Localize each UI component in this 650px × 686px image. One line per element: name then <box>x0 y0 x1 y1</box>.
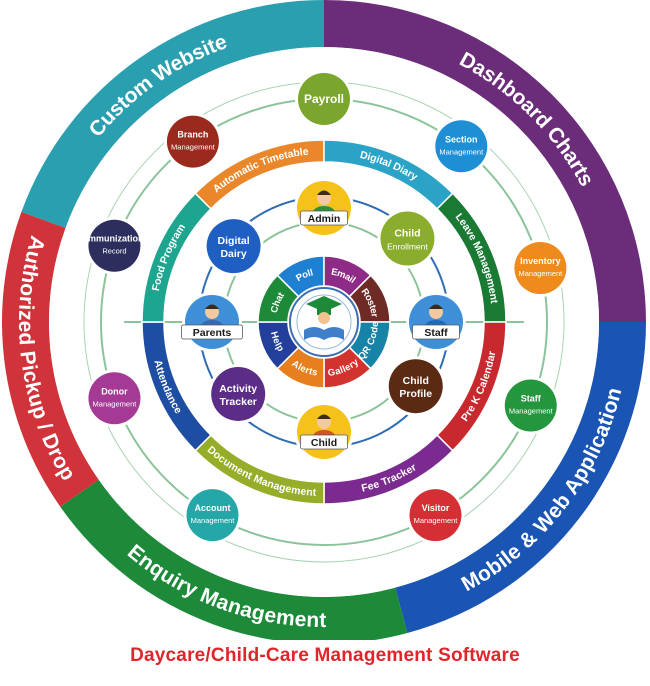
book-icon <box>304 327 344 340</box>
activity-tracker-title: Activity <box>219 383 257 395</box>
chat-segment <box>257 274 300 323</box>
mobile-web-app-segment <box>395 322 646 634</box>
section-management-subtitle: Management <box>439 147 484 156</box>
custom-website-segment <box>21 0 324 228</box>
admin-avatar: Admin <box>294 178 354 238</box>
child-enrollment-subtitle: Enrollment <box>387 242 428 252</box>
digital-dairy-subtitle: Dairy <box>220 248 246 260</box>
inner-ring-layer: DigitalDairyChildEnrollmentChildProfileA… <box>181 178 466 462</box>
enquiry-management-segment <box>60 479 408 640</box>
child-profile-subtitle: Profile <box>399 388 432 400</box>
authorized-pickup-segment <box>2 211 99 507</box>
graduation-cap-icon <box>306 296 342 312</box>
child-avatar: Child <box>294 402 354 462</box>
activity-tracker-subtitle: Tracker <box>220 396 257 408</box>
account-management-subtitle: Management <box>191 516 236 525</box>
donor-management-subtitle: Management <box>93 399 138 408</box>
payroll-node: Payroll <box>295 70 353 128</box>
parents-avatar: Parents <box>181 292 243 352</box>
admin-label: Admin <box>308 213 341 225</box>
payroll-title: Payroll <box>304 92 344 106</box>
immunization-record-subtitle: Record <box>102 247 126 256</box>
child-profile-title: Child <box>403 375 429 387</box>
center-logo <box>289 287 359 357</box>
staff-label: Staff <box>424 327 448 339</box>
child-label: Child <box>311 437 337 449</box>
parents-label: Parents <box>193 327 232 339</box>
account-management-title: Account <box>195 503 231 513</box>
visitor-management-title: Visitor <box>422 503 450 513</box>
child-enrollment-title: Child <box>394 228 420 240</box>
dashboard-charts-segment <box>324 0 646 322</box>
staff-management-subtitle: Management <box>509 407 554 416</box>
visitor-management-subtitle: Management <box>414 516 459 525</box>
donor-management-title: Donor <box>101 386 128 396</box>
immunization-record-title: Immunization <box>85 234 143 244</box>
section-management-title: Section <box>445 134 478 144</box>
digital-dairy-title: Digital <box>218 235 250 247</box>
branch-management-subtitle: Management <box>171 143 216 152</box>
inventory-management-title: Inventory <box>520 256 561 266</box>
inventory-management-subtitle: Management <box>518 269 563 278</box>
staff-avatar: Staff <box>406 292 466 352</box>
food-program-segment <box>141 192 212 323</box>
branch-management-title: Branch <box>177 130 208 140</box>
diagram-caption: Daycare/Child-Care Management Software <box>130 645 520 666</box>
orbit-layer: PayrollSectionManagementInventoryManagem… <box>83 70 570 563</box>
staff-management-title: Staff <box>521 394 542 404</box>
